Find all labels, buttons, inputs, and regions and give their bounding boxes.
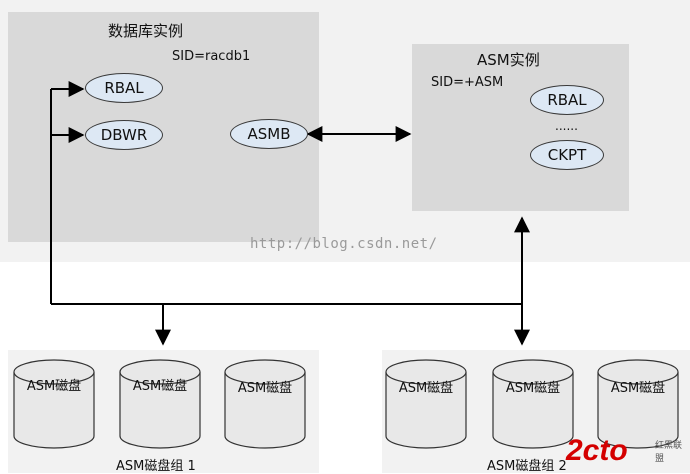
- disk-group-2-caption: ASM磁盘组 2: [487, 459, 567, 474]
- site-watermark-text: 红黑联盟: [655, 441, 683, 464]
- asm-process-rbal: RBAL: [530, 85, 604, 115]
- disk-cylinder: [119, 359, 201, 449]
- process-rbal: RBAL: [85, 73, 163, 103]
- disk-label: ASM磁盘: [237, 381, 293, 396]
- asm-instance-title: ASM实例: [477, 51, 540, 69]
- disk-cylinder: [13, 359, 95, 449]
- disk-group-1-caption: ASM磁盘组 1: [116, 459, 196, 474]
- disk-cylinder: [224, 359, 306, 449]
- database-sid-label: SID=racdb1: [172, 49, 251, 64]
- disk-label: ASM磁盘: [398, 381, 454, 396]
- asm-process-ckpt: CKPT: [530, 140, 604, 170]
- asm-instance-panel: [412, 44, 629, 211]
- blog-url-watermark: http://blog.csdn.net/: [250, 236, 438, 252]
- process-dbwr: DBWR: [85, 120, 163, 150]
- disk-label: ASM磁盘: [505, 381, 561, 396]
- process-asmb: ASMB: [230, 119, 308, 149]
- disk-label: ASM磁盘: [132, 379, 188, 394]
- disk-label: ASM磁盘: [610, 381, 666, 396]
- site-watermark-logo: 2cto: [566, 434, 628, 467]
- disk-cylinder: [492, 359, 574, 449]
- asm-sid-label: SID=+ASM: [431, 75, 504, 90]
- database-instance-title: 数据库实例: [108, 22, 184, 40]
- disk-cylinder: [385, 359, 467, 449]
- disk-label: ASM磁盘: [26, 379, 82, 394]
- disk-cylinder: [597, 359, 679, 449]
- asm-process-ellipsis: ......: [555, 119, 578, 133]
